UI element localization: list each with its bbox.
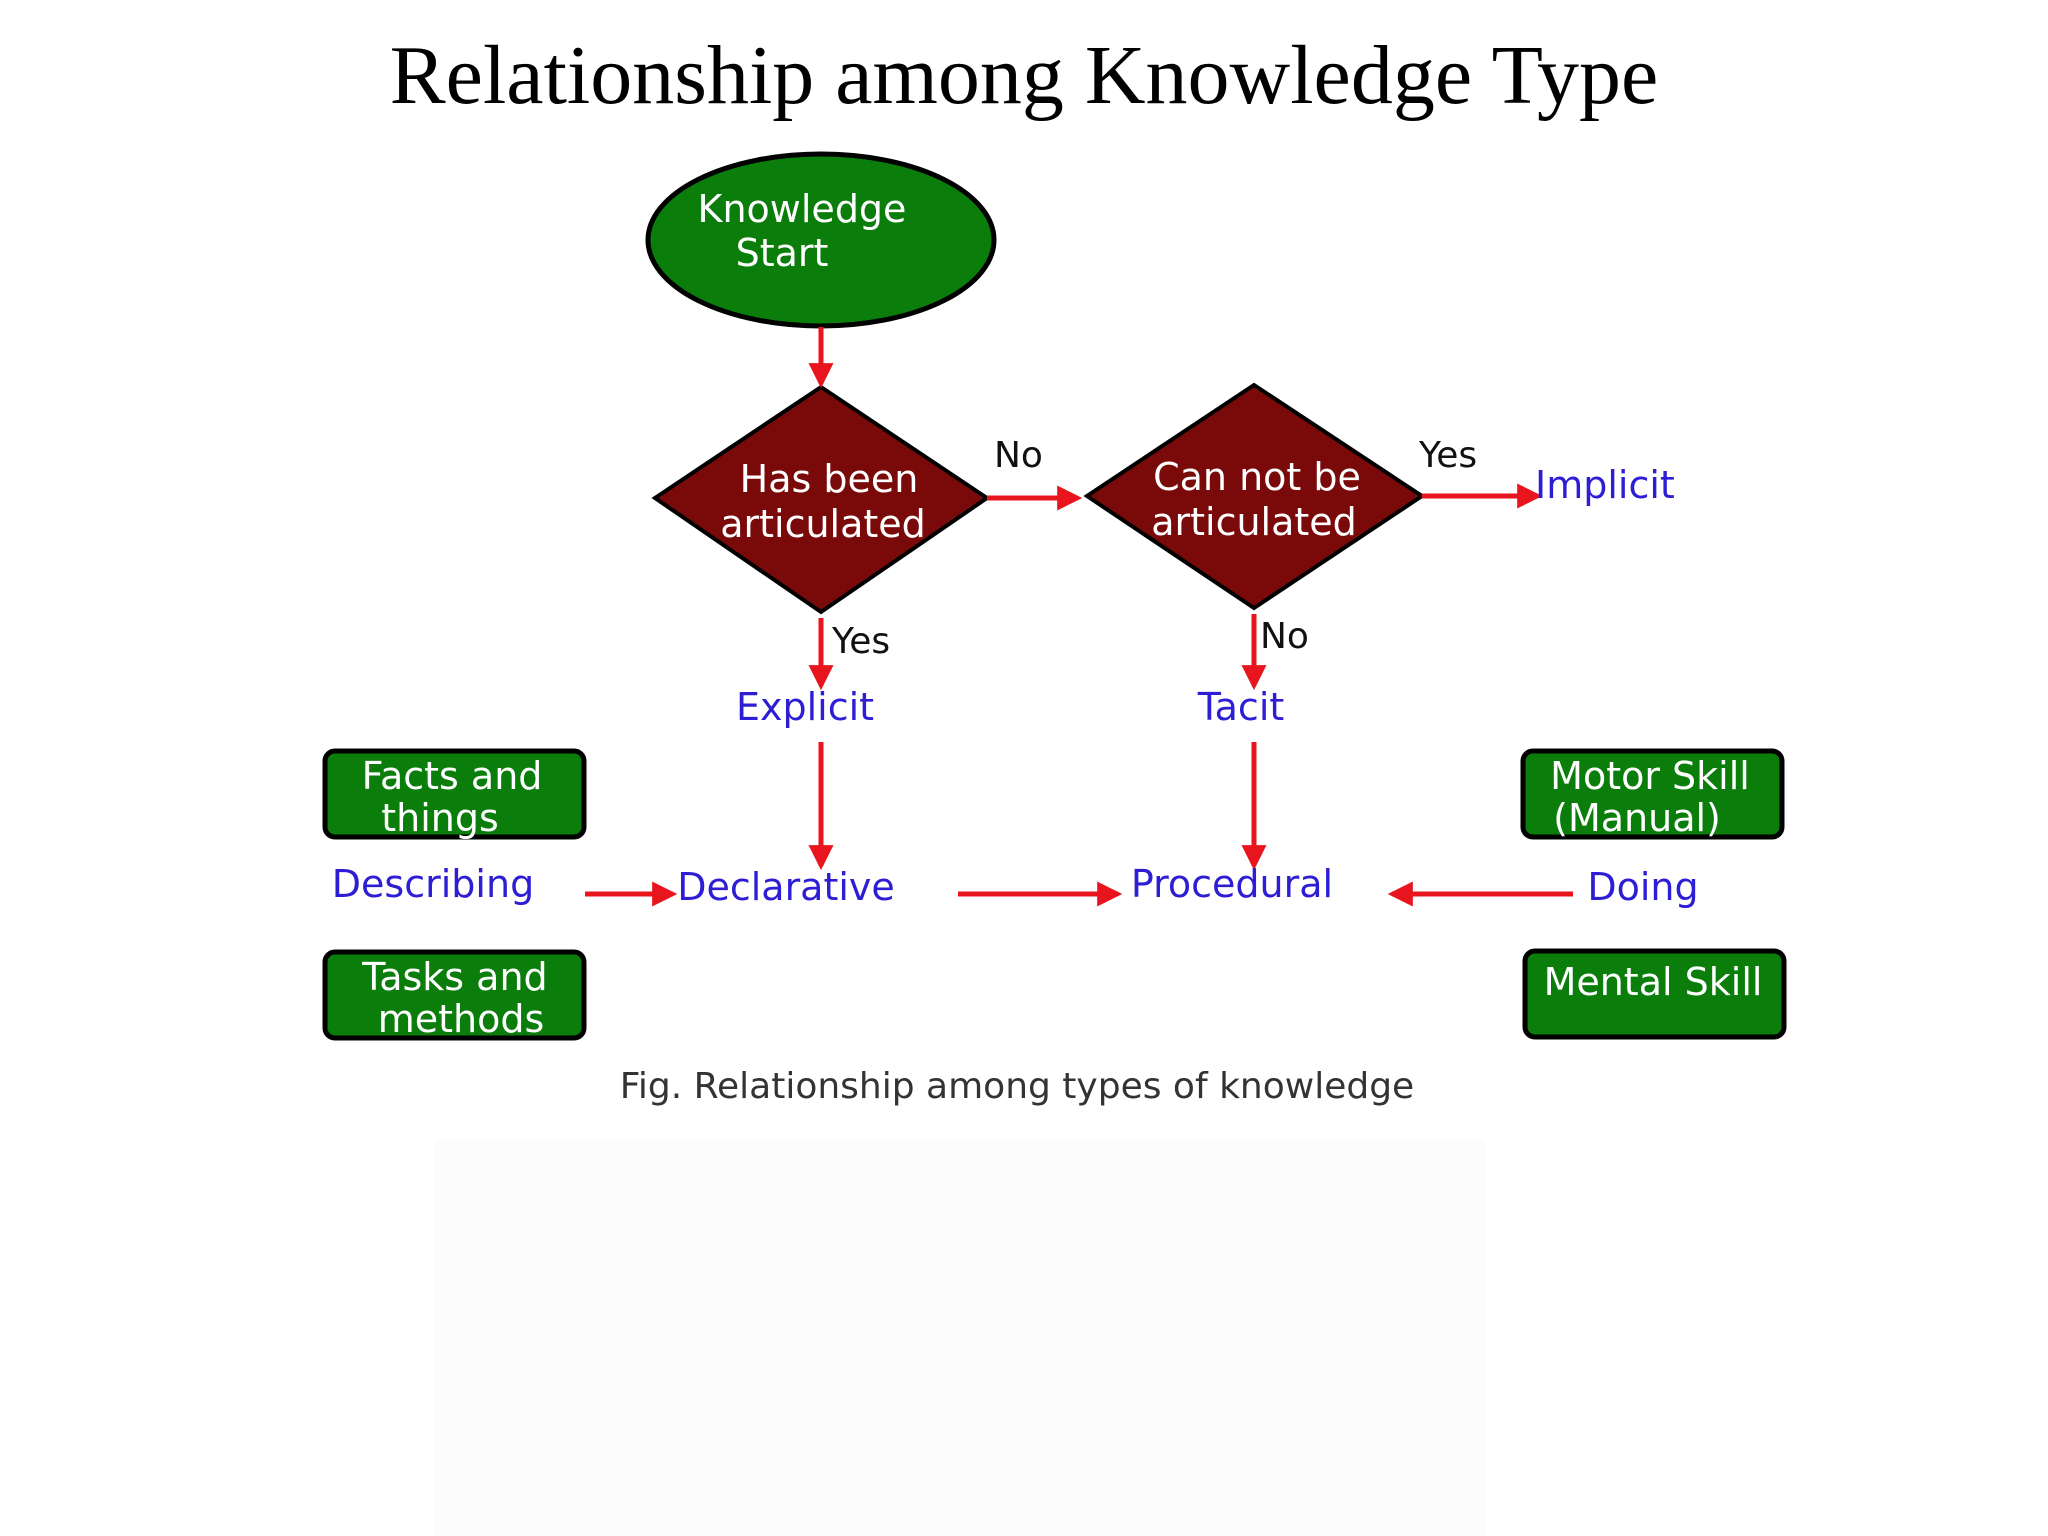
edge-label-articulated-yes: Yes bbox=[831, 621, 890, 662]
figure-background bbox=[435, 1140, 1485, 1536]
start-label-line1: Knowledge bbox=[698, 187, 907, 231]
box-mental-rect bbox=[1522, 948, 1787, 1040]
start-ellipse bbox=[645, 151, 997, 329]
decision-not-articulated-line1: Can not be bbox=[1153, 455, 1361, 499]
box-facts-line2: things bbox=[381, 796, 499, 840]
knowledge-start-node: Knowledge Start bbox=[645, 151, 997, 329]
box-tasks-rect bbox=[322, 949, 587, 1041]
box-mental-line1: Mental Skill bbox=[1544, 960, 1763, 1004]
box-tasks-and-methods: Tasks and methods bbox=[322, 949, 587, 1041]
decision-has-been-articulated: Has been articulated bbox=[651, 384, 991, 615]
outcome-explicit: Explicit bbox=[736, 685, 874, 729]
box-tasks-line1: Tasks and bbox=[361, 955, 547, 999]
start-label-line2: Start bbox=[736, 231, 829, 275]
box-facts-and-things: Facts and things bbox=[322, 748, 587, 840]
outcome-tacit: Tacit bbox=[1197, 685, 1285, 729]
edge-label-not-articulated-no: No bbox=[1260, 616, 1309, 657]
box-motor-line2: (Manual) bbox=[1553, 796, 1721, 840]
decision-not-articulated-line2: articulated bbox=[1151, 500, 1357, 544]
outcome-describing: Describing bbox=[332, 862, 534, 906]
decision-articulated-line2: articulated bbox=[720, 502, 926, 546]
arrows bbox=[585, 327, 1573, 907]
box-facts-line1: Facts and bbox=[362, 754, 543, 798]
slide-title: Relationship among Knowledge Type bbox=[389, 29, 1659, 122]
decision-diamond-articulated bbox=[651, 384, 991, 615]
figure-caption: Fig. Relationship among types of knowled… bbox=[620, 1066, 1414, 1107]
box-facts-rect bbox=[322, 748, 587, 840]
box-motor-skill: Motor Skill (Manual) bbox=[1520, 748, 1785, 840]
outcome-implicit: Implicit bbox=[1535, 463, 1675, 507]
box-motor-line1: Motor Skill bbox=[1550, 754, 1750, 798]
outcome-declarative: Declarative bbox=[677, 865, 895, 909]
decision-diamond-not-articulated bbox=[1083, 382, 1426, 611]
outcome-doing: Doing bbox=[1587, 865, 1698, 909]
edge-label-articulated-no: No bbox=[994, 435, 1043, 476]
box-motor-rect bbox=[1520, 748, 1785, 840]
box-mental-skill: Mental Skill bbox=[1522, 948, 1787, 1040]
edge-label-not-articulated-yes: Yes bbox=[1418, 435, 1477, 476]
decision-can-not-be-articulated: Can not be articulated bbox=[1083, 382, 1426, 611]
outcome-procedural: Procedural bbox=[1131, 862, 1333, 906]
decision-articulated-line1: Has been bbox=[740, 457, 919, 501]
box-tasks-line2: methods bbox=[378, 997, 545, 1041]
